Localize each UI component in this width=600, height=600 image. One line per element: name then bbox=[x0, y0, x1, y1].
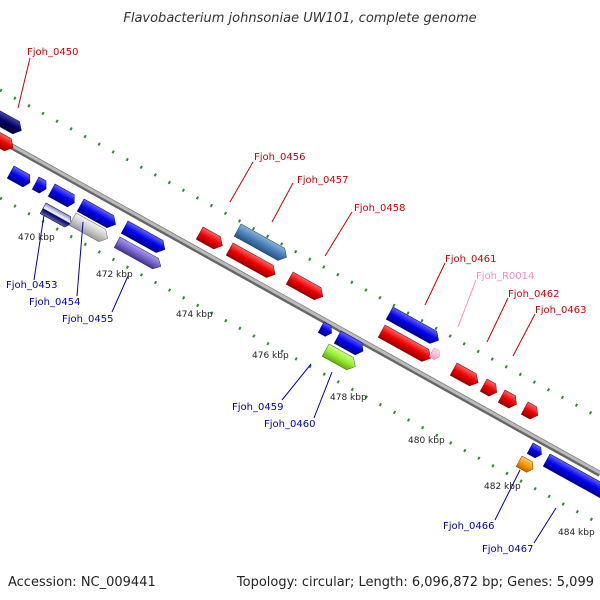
label-fjoh-0450: Fjoh_0450 bbox=[27, 47, 78, 58]
gene-fjoh-r0014[interactable] bbox=[428, 347, 442, 361]
tick-476kbp: 476 kbp bbox=[252, 351, 289, 361]
inner-tick-track bbox=[0, 196, 600, 526]
gene-fjoh-0456[interactable] bbox=[225, 242, 278, 280]
gene-blue-b[interactable] bbox=[31, 176, 49, 195]
outer-tick-track bbox=[0, 88, 600, 420]
accession-text: Accession: NC_009441 bbox=[8, 575, 156, 590]
gene-blue-k[interactable] bbox=[333, 330, 366, 357]
gene-fjoh-0463[interactable] bbox=[520, 401, 541, 422]
gene-fjoh-0453[interactable] bbox=[39, 202, 74, 229]
gene-red-h[interactable] bbox=[479, 378, 500, 399]
label-fjoh-0461: Fjoh_0461 bbox=[445, 254, 496, 265]
label-fjoh-0453: Fjoh_0453 bbox=[6, 280, 57, 291]
gene-blue-d[interactable] bbox=[76, 198, 119, 231]
gene-fjoh-0460[interactable] bbox=[321, 343, 359, 373]
gene-red-g[interactable] bbox=[377, 324, 434, 364]
label-fjoh-0462: Fjoh_0462 bbox=[508, 289, 559, 300]
tick-474kbp: 474 kbp bbox=[176, 310, 213, 320]
gene-blue-a[interactable] bbox=[6, 165, 33, 189]
tick-480kbp: 480 kbp bbox=[408, 436, 445, 446]
tick-470kbp: 470 kbp bbox=[18, 233, 55, 243]
label-fjoh-0460: Fjoh_0460 bbox=[264, 419, 315, 430]
topology-text: Topology: circular; Length: 6,096,872 bp… bbox=[236, 575, 594, 590]
tick-484kbp: 484 kbp bbox=[558, 528, 595, 538]
gene-fjoh-0455[interactable] bbox=[113, 236, 164, 272]
gene-fjoh-0457[interactable] bbox=[233, 223, 290, 263]
tick-482kbp: 482 kbp bbox=[484, 482, 521, 492]
leader-lines bbox=[17, 57, 557, 544]
label-fjoh-r0014: Fjoh_R0014 bbox=[476, 271, 534, 282]
gene-fjoh-0458[interactable] bbox=[285, 271, 326, 303]
gene-blue-c[interactable] bbox=[47, 183, 78, 209]
label-fjoh-0467: Fjoh_0467 bbox=[482, 544, 533, 555]
gene-red-edge[interactable] bbox=[0, 127, 16, 154]
label-fjoh-0466: Fjoh_0466 bbox=[443, 521, 494, 532]
tick-472kbp: 472 kbp bbox=[96, 270, 133, 280]
label-fjoh-0463: Fjoh_0463 bbox=[535, 305, 586, 316]
gene-fjoh-0461[interactable] bbox=[385, 306, 442, 346]
label-fjoh-0457: Fjoh_0457 bbox=[297, 175, 348, 186]
gene-blue-e[interactable] bbox=[120, 220, 168, 256]
backbone bbox=[0, 137, 600, 475]
label-fjoh-0454: Fjoh_0454 bbox=[29, 297, 80, 308]
gene-blue-l[interactable] bbox=[526, 442, 544, 460]
tick-478kbp: 478 kbp bbox=[330, 393, 367, 403]
gene-fjoh-0454[interactable] bbox=[68, 212, 111, 245]
gene-fjoh-0466[interactable] bbox=[515, 455, 536, 474]
gene-red-i[interactable] bbox=[497, 389, 520, 410]
label-fjoh-0459: Fjoh_0459 bbox=[232, 402, 283, 413]
gene-red-f[interactable] bbox=[195, 226, 226, 252]
gene-fjoh-0467[interactable] bbox=[542, 453, 600, 503]
label-fjoh-0455: Fjoh_0455 bbox=[62, 314, 113, 325]
label-fjoh-0458: Fjoh_0458 bbox=[354, 203, 405, 214]
gene-blue-j[interactable] bbox=[317, 321, 334, 338]
label-fjoh-0456: Fjoh_0456 bbox=[254, 152, 305, 163]
gene-fjoh-0450[interactable] bbox=[0, 107, 25, 137]
map-title: Flavobacterium johnsoniae UW101, complet… bbox=[123, 11, 476, 26]
gene-fjoh-0462[interactable] bbox=[449, 362, 481, 389]
